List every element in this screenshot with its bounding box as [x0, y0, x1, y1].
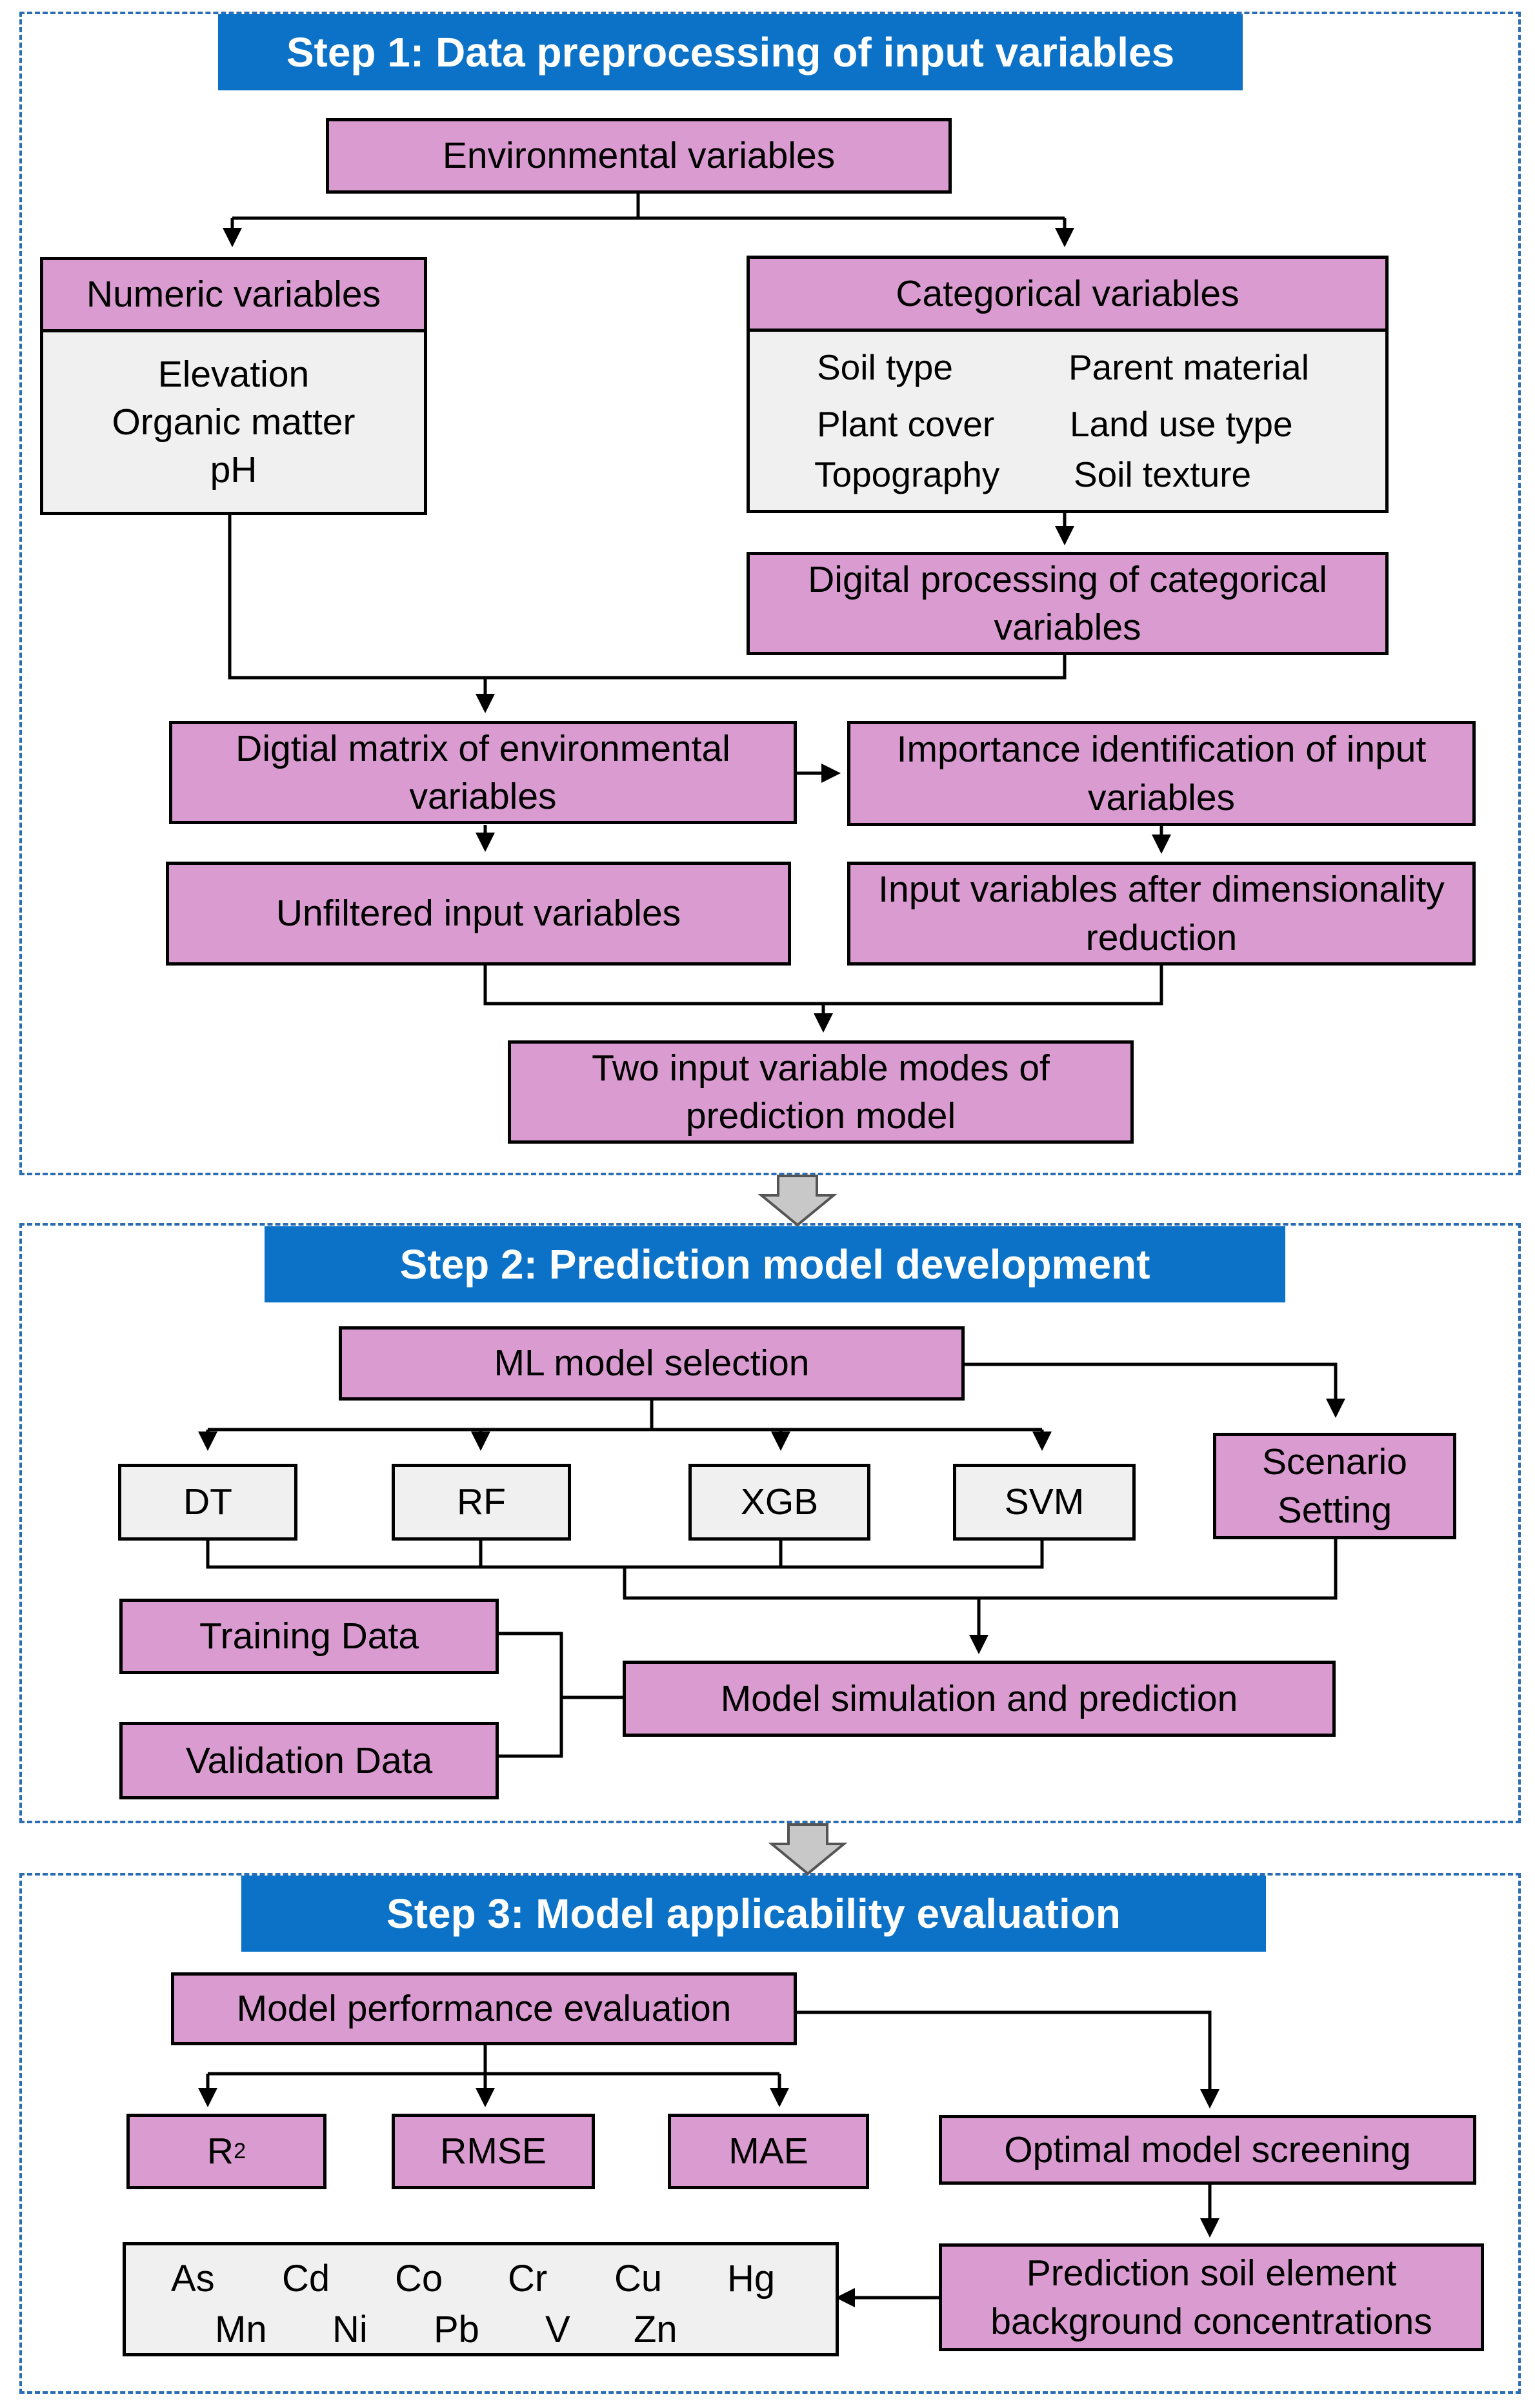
categorical-item: Soil type: [817, 347, 953, 387]
element-mn: Mn: [215, 2309, 267, 2351]
step3-title: Step 3: Model applicability evaluation: [241, 1876, 1266, 1952]
categorical-item: Plant cover: [817, 404, 995, 444]
down-arrow-icon: [768, 1823, 848, 1876]
reduced-input-box: Input variables after dimensionality red…: [847, 862, 1476, 966]
r2-superscript: 2: [234, 2139, 246, 2164]
r2-label: R: [206, 2130, 234, 2172]
element-pb: Pb: [434, 2309, 479, 2351]
step1-title: Step 1: Data preprocessing of input vari…: [218, 14, 1243, 90]
scenario-setting-box: Scenario Setting: [1213, 1433, 1456, 1539]
rmse-box: RMSE: [392, 2114, 595, 2189]
model-performance-box: Model performance evaluation: [171, 1972, 797, 2045]
element-as: As: [171, 2258, 215, 2300]
element-zn: Zn: [634, 2309, 677, 2351]
step2-title: Step 2: Prediction model development: [265, 1226, 1285, 1302]
model-dt-box: DT: [118, 1464, 297, 1541]
validation-data-box: Validation Data: [119, 1722, 499, 1799]
down-arrow-icon: [757, 1175, 838, 1227]
mae-box: MAE: [668, 2114, 869, 2189]
step3-panel: [19, 1873, 1521, 2394]
step1-panel: [19, 12, 1521, 1175]
model-svm-box: SVM: [953, 1464, 1136, 1541]
elements-box: [123, 2242, 839, 2356]
numeric-variables-header: Numeric variables: [40, 257, 427, 332]
model-rf-box: RF: [392, 1464, 571, 1541]
input-modes-box: Two input variable modes of prediction m…: [508, 1040, 1134, 1144]
numeric-item: pH: [210, 449, 257, 491]
step2-panel: [19, 1223, 1521, 1823]
element-co: Co: [395, 2258, 443, 2300]
training-data-box: Training Data: [119, 1599, 499, 1674]
element-v: V: [545, 2309, 570, 2351]
numeric-variables-list: Elevation Organic matter pH: [40, 329, 427, 515]
numeric-item: Elevation: [157, 353, 310, 395]
model-xgb-box: XGB: [688, 1464, 870, 1541]
categorical-item: Soil texture: [1074, 454, 1252, 494]
element-ni: Ni: [332, 2309, 368, 2351]
categorical-item: Topography: [814, 454, 1000, 494]
optimal-model-screening-box: Optimal model screening: [939, 2115, 1476, 2185]
element-cu: Cu: [614, 2258, 663, 2300]
digital-processing-box: Digital processing of categorical variab…: [747, 552, 1389, 655]
digital-matrix-box: Digtial matrix of environmental variable…: [169, 721, 797, 824]
importance-identification-box: Importance identification of input varia…: [847, 721, 1476, 826]
ml-model-selection-box: ML model selection: [339, 1326, 965, 1401]
environmental-variables-box: Environmental variables: [326, 118, 952, 194]
categorical-variables-list: [747, 329, 1389, 513]
categorical-item: Land use type: [1070, 404, 1293, 444]
prediction-concentrations-box: Prediction soil element background conce…: [939, 2243, 1484, 2351]
categorical-item: Parent material: [1068, 347, 1309, 387]
element-cd: Cd: [282, 2258, 330, 2300]
model-simulation-box: Model simulation and prediction: [623, 1661, 1336, 1737]
numeric-item: Organic matter: [112, 401, 356, 443]
unfiltered-input-box: Unfiltered input variables: [166, 862, 791, 966]
element-hg: Hg: [727, 2258, 776, 2300]
categorical-variables-header: Categorical variables: [747, 256, 1389, 332]
element-cr: Cr: [508, 2258, 548, 2300]
